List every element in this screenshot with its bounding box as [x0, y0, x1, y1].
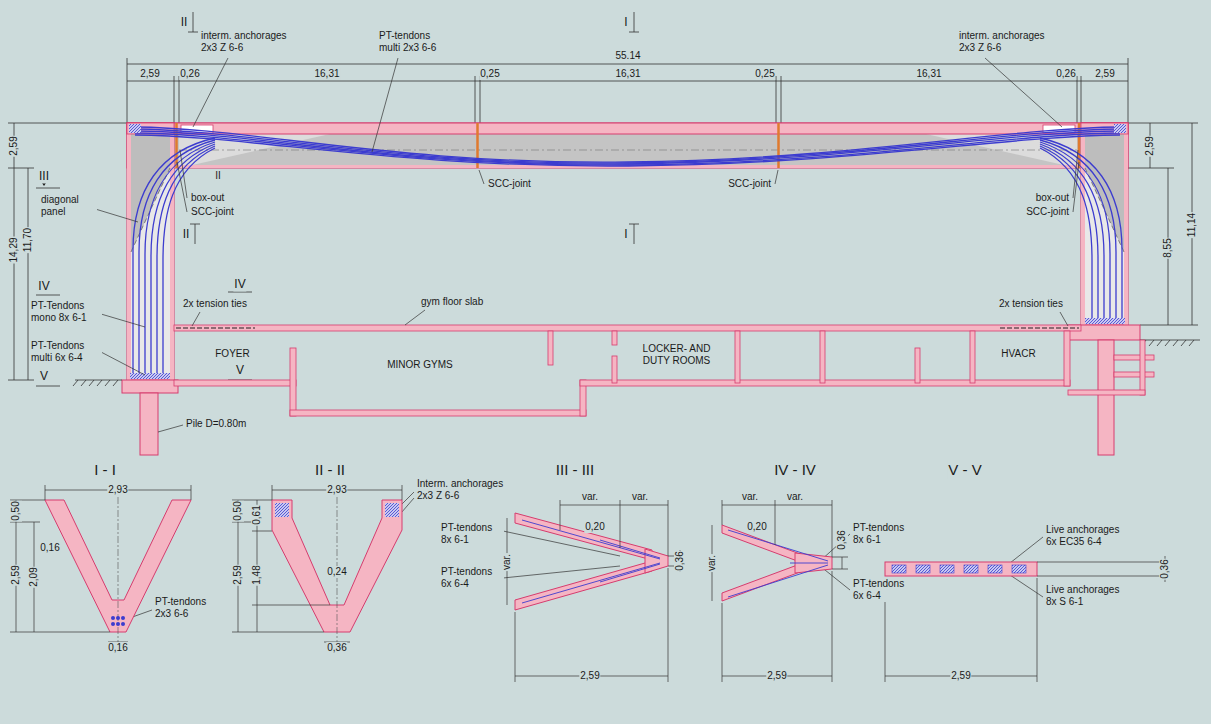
callout-note: SCC-joint: [727, 178, 772, 190]
section-title: I - I: [93, 461, 117, 479]
dimension: 8,55: [1162, 237, 1174, 258]
dimension: 0,26: [1055, 68, 1076, 80]
section-marker: IV: [233, 277, 246, 292]
dimension: var.: [631, 491, 649, 503]
section-marker: II: [182, 227, 191, 242]
dimension: 2,93: [107, 484, 128, 496]
callout-note: diagonal panel: [40, 194, 97, 218]
dimension: 2,09: [28, 566, 40, 587]
dimension: 14,29: [8, 236, 20, 263]
callout-note: PT-tendons multi 2x3 6-6: [378, 30, 450, 54]
room-name: FOYER: [215, 348, 249, 360]
dimension: 16,31: [915, 68, 942, 80]
dimension: var.: [706, 554, 718, 572]
room-label: HVACR: [999, 348, 1038, 362]
dimension: 0,61: [251, 504, 263, 525]
callout-note: PT-Tendons multi 6x 6-4: [30, 340, 102, 364]
dimension: var.: [581, 491, 599, 503]
dimension: 16,31: [614, 68, 641, 80]
dimension: 0,36: [674, 550, 686, 571]
dimension: 0,25: [479, 68, 500, 80]
callout-note: SCC-joint: [487, 178, 532, 190]
callout-note: gym floor slab: [420, 296, 484, 308]
section-title: IV - IV: [773, 461, 817, 479]
callout-note: interm. anchorages 2x3 Z 6-6: [958, 30, 1060, 54]
callout-note: box-out: [190, 192, 225, 204]
section-marker: II: [180, 15, 189, 30]
dimension: 0,20: [584, 521, 605, 533]
dimension: 2,59: [232, 564, 244, 585]
dimension: 2,59: [950, 670, 971, 682]
room-name: MINOR GYMS: [387, 359, 453, 371]
callout-note: PT-tendons 6x 6-4: [440, 566, 504, 590]
callout-note: box-out: [1035, 192, 1070, 204]
dimension: 2,59: [8, 135, 20, 156]
room-label: FOYER: [213, 348, 252, 362]
dimension: 0,24: [326, 566, 347, 578]
dimension: 11,70: [22, 227, 34, 253]
callout-note: PT-Tendons mono 8x 6-1: [30, 300, 102, 324]
section-marker: V: [235, 363, 245, 378]
dimension: 0,50: [232, 500, 244, 521]
dimension: 16,31: [313, 68, 340, 80]
callout-note: 2x tension ties: [182, 298, 248, 310]
dimension: 2,59: [766, 670, 787, 682]
room-name: HVACR: [1001, 348, 1035, 360]
dimension: 2,59: [139, 68, 160, 80]
dimension: 2,59: [1094, 68, 1115, 80]
section-marker: V: [39, 369, 49, 384]
room-name: LOCKER- AND DUTY ROOMS: [632, 343, 721, 367]
callout-note: PT-tendons 2x3 6-6: [154, 596, 218, 620]
dimension: 0,16: [107, 642, 128, 654]
section-title: III - III: [555, 461, 595, 479]
dimension: var.: [501, 553, 513, 571]
callout-note: interm. anchorages 2x3 Z 6-6: [200, 30, 302, 54]
room-label: MINOR GYMS: [385, 359, 455, 373]
section-marker: III: [38, 169, 50, 184]
dimension: var.: [741, 491, 759, 503]
dimension: 11,14: [1186, 212, 1198, 238]
dimension: 2,59: [1144, 135, 1156, 156]
section-title: II - II: [314, 461, 346, 479]
dimension: 0,20: [746, 521, 767, 533]
callout-note: PT-tendons 8x 6-1: [440, 522, 504, 546]
callout-note: 2x tension ties: [998, 298, 1064, 310]
section-title: V - V: [947, 461, 982, 479]
section-marker: IV: [37, 279, 50, 294]
section-marker: II: [214, 170, 222, 182]
callout-note: SCC-joint: [190, 206, 235, 218]
dimension: 2,59: [10, 564, 22, 585]
section-marker: I: [623, 227, 628, 242]
dimension: 0,25: [754, 68, 775, 80]
dimension: 2,93: [326, 484, 347, 496]
section-marker: I: [623, 15, 628, 30]
dimension: 2,59: [579, 670, 600, 682]
dimension: 0,26: [179, 68, 200, 80]
callout-note: PT-tendons 8x 6-1: [852, 522, 914, 546]
callout-note: PT-tendons 6x 6-4: [852, 578, 914, 602]
dimension: var.: [786, 491, 804, 503]
room-label: LOCKER- AND DUTY ROOMS: [632, 343, 721, 369]
callout-note: Pile D=0.80m: [185, 418, 247, 430]
callout-note: Live anchorages 8x S 6-1: [1045, 584, 1127, 608]
dimension: 0,36: [1159, 558, 1171, 579]
dimension: 0,16: [39, 542, 60, 554]
dimension: 0,36: [326, 642, 347, 654]
dimension: 0,50: [10, 500, 22, 521]
callout-note: SCC-joint: [1025, 206, 1070, 218]
dimension: 0,36: [836, 529, 848, 550]
dimension: 1,48: [251, 564, 263, 585]
dimension: 55.14: [614, 50, 641, 62]
callout-note: Live anchorages 6x EC35 6-4: [1045, 524, 1127, 548]
callout-note: Interm. anchorages 2x3 Z 6-6: [416, 478, 518, 502]
